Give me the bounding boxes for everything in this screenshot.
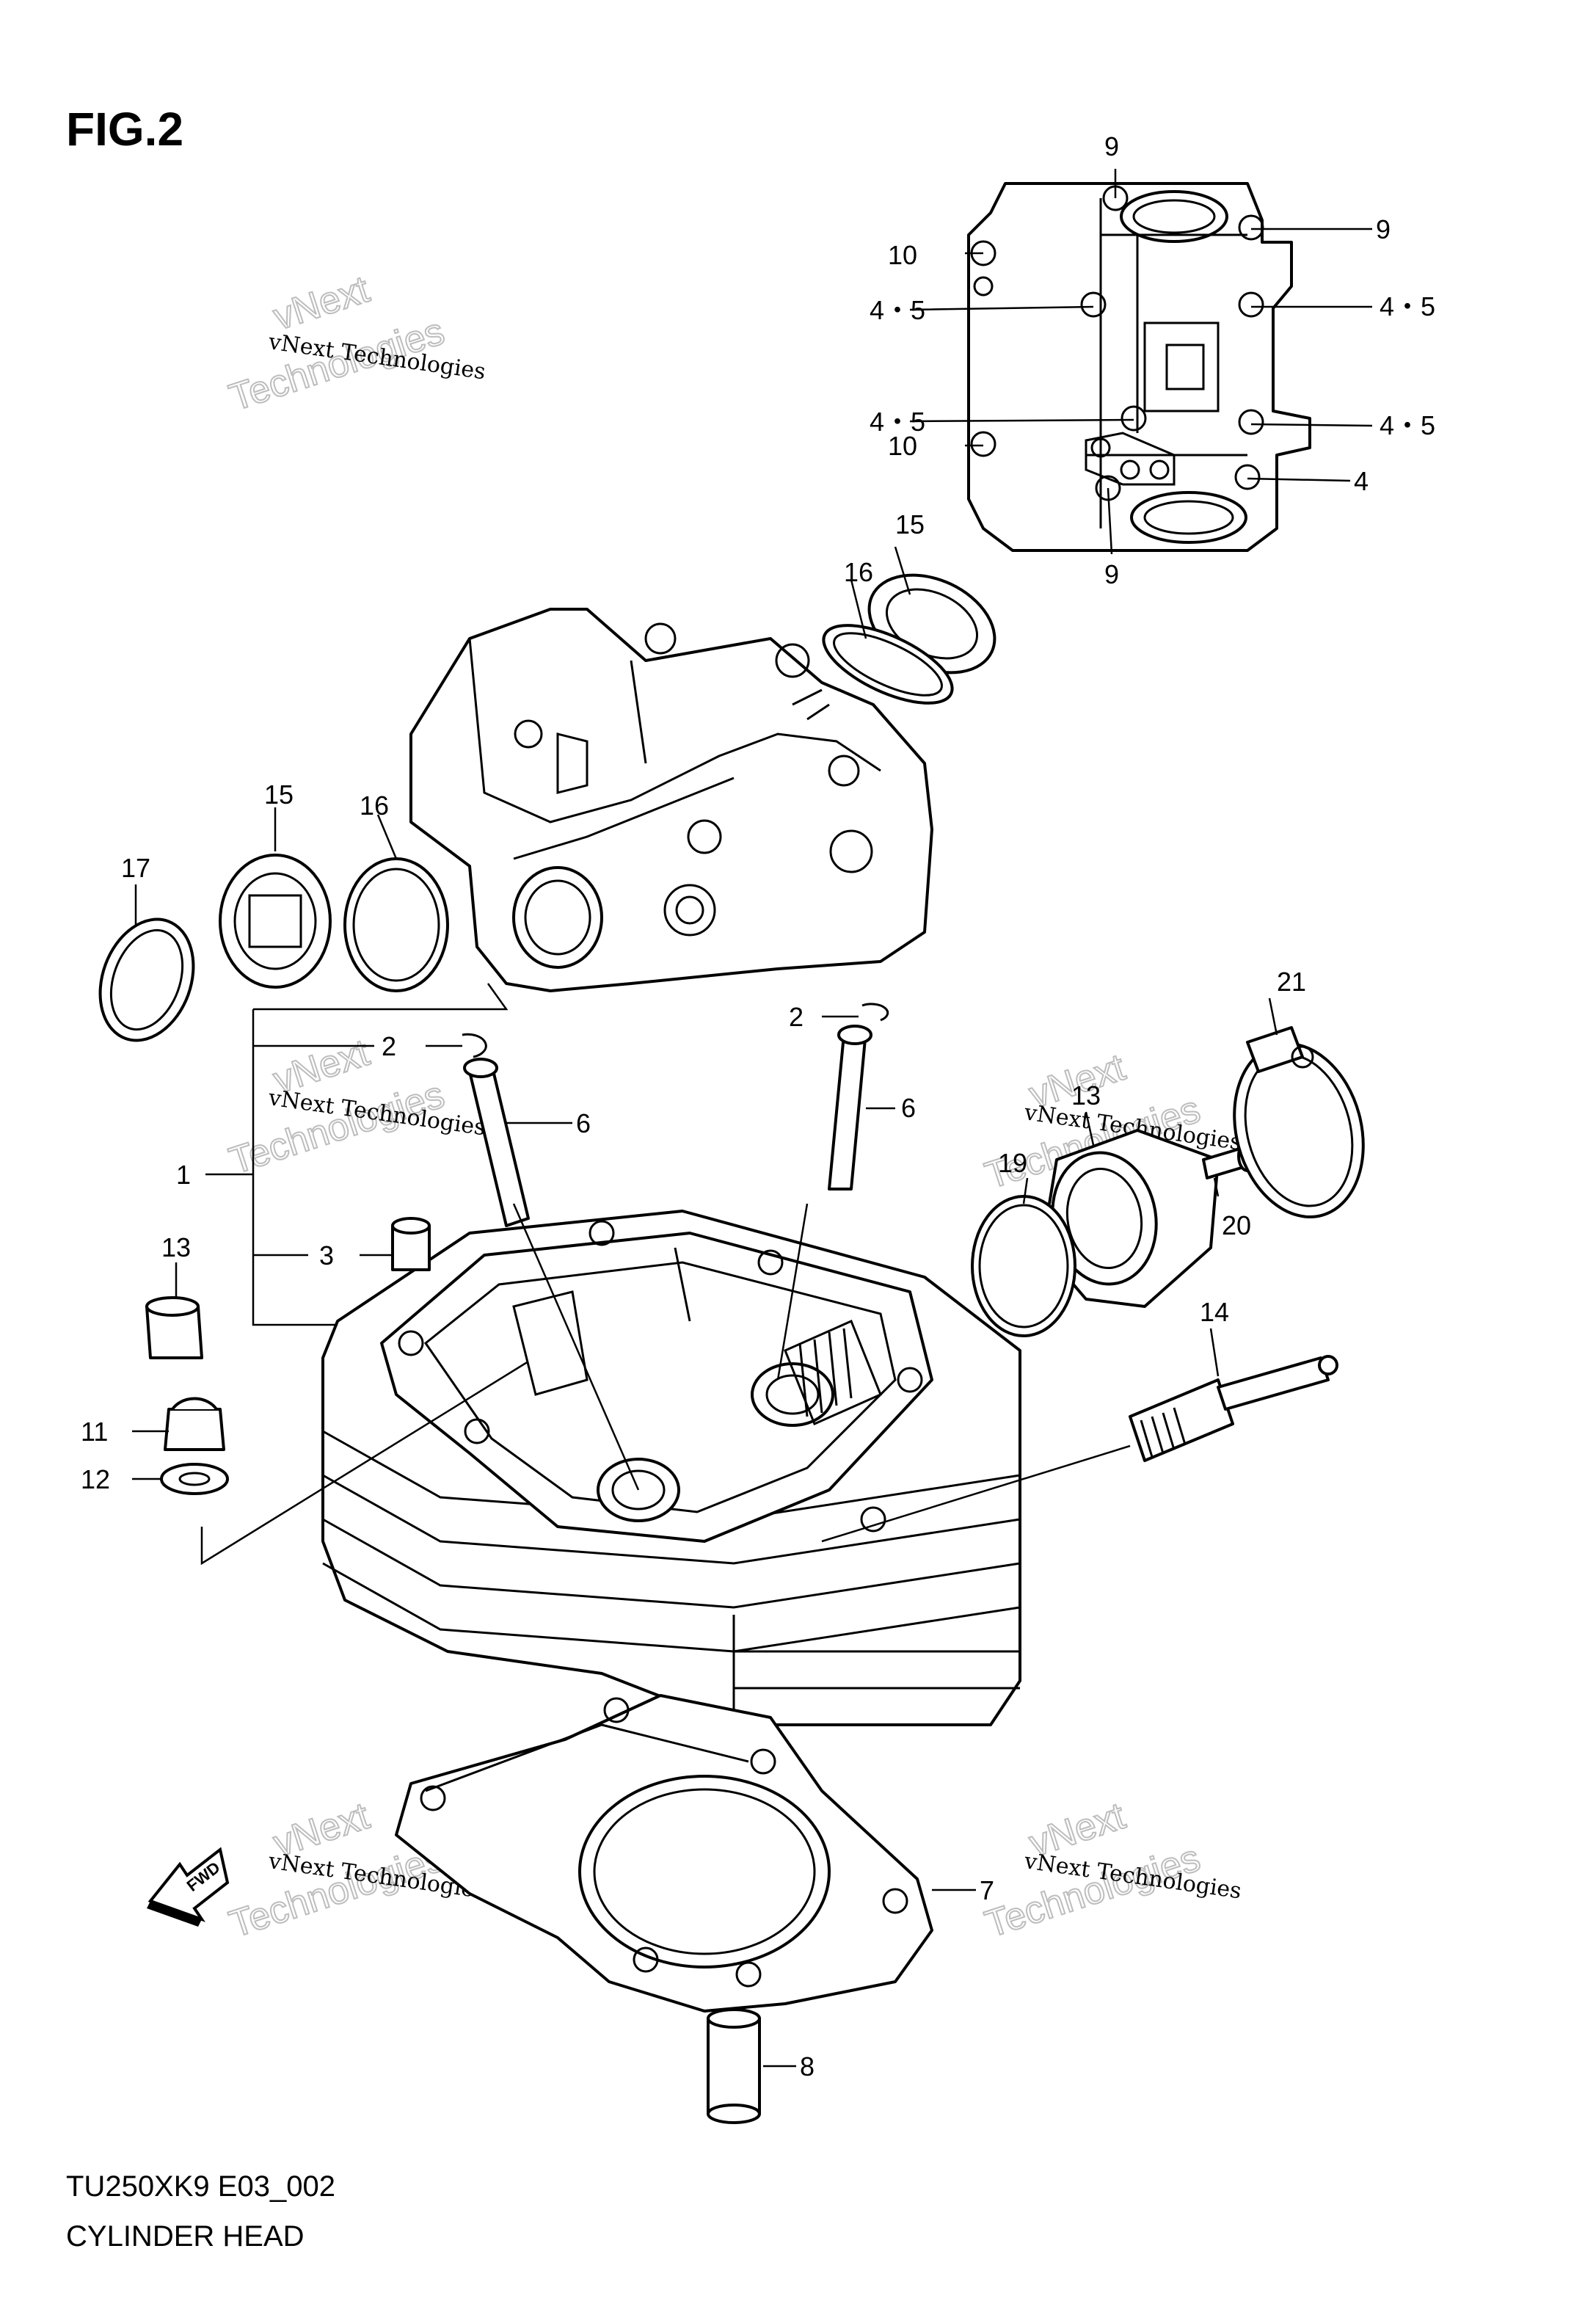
callout-15: 15 [895, 509, 925, 539]
plug-part-17 [98, 917, 195, 1042]
callout-10: 10 [888, 240, 917, 270]
callout-4-5: 4・5 [1380, 291, 1435, 321]
forward-direction-arrow: FWD [147, 1847, 230, 1927]
watermark-top-left: Technologies vNext vNext Technologies [224, 267, 487, 420]
callout-4-5: 4・5 [870, 295, 925, 325]
valve-guide-right [828, 1025, 872, 1190]
cap-part-13-left [145, 1296, 203, 1359]
callout-4-5: 4・5 [1380, 410, 1435, 440]
callout-8: 8 [800, 2051, 815, 2082]
valve-guide-left [463, 1058, 530, 1227]
circlip-right [861, 1003, 889, 1022]
cap-nut-11 [164, 1397, 225, 1451]
callout-4: 4 [1354, 466, 1369, 496]
watermark-mid-left: Technologies vNext vNext Technologies [224, 1030, 487, 1183]
o-ring-part-16-top [822, 624, 954, 705]
callout-3: 3 [319, 1240, 334, 1270]
callout-2: 2 [789, 1002, 804, 1032]
callout-21: 21 [1277, 967, 1306, 997]
callout-16: 16 [360, 790, 389, 821]
circlip-left [462, 1033, 487, 1058]
callout-7: 7 [980, 1875, 994, 1905]
leader-lines [132, 546, 1278, 2068]
callout-2: 2 [382, 1031, 396, 1061]
callout-11: 11 [81, 1417, 108, 1447]
callout-4-5: 4・5 [870, 407, 925, 437]
spark-plug-14 [1129, 1355, 1338, 1462]
callout-labels: 9 9 10 4・5 4・5 4・5 4・5 10 4 9 15 16 15 1… [81, 131, 1435, 2082]
callout-14: 14 [1200, 1297, 1229, 1327]
callout-9: 9 [1376, 214, 1391, 244]
callout-10: 10 [888, 431, 917, 461]
figure-caption: CYLINDER HEAD [66, 2220, 305, 2253]
callout-12: 12 [81, 1464, 110, 1494]
dowel-pin-3 [391, 1217, 431, 1271]
cylinder-head-body [321, 1210, 1021, 1726]
dowel-pin-8 [707, 2008, 761, 2124]
watermark-bottom-right: Technologies vNext vNext Technologies [980, 1794, 1243, 1946]
callout-6: 6 [901, 1093, 916, 1123]
callout-15: 15 [264, 779, 294, 810]
model-code: TU250XK9 E03_002 [66, 2170, 335, 2203]
cylinder-head-gasket-7 [395, 1694, 933, 2013]
callout-1: 1 [176, 1160, 191, 1190]
callout-13: 13 [161, 1232, 191, 1262]
cap-part-15-left [219, 854, 332, 989]
callout-9: 9 [1104, 131, 1119, 161]
o-ring-19 [971, 1195, 1076, 1337]
watermark-small-text: vNext [269, 268, 375, 338]
head-cover-bolt-diagram [909, 169, 1373, 555]
callout-13: 13 [1071, 1080, 1101, 1110]
callout-20: 20 [1222, 1210, 1251, 1240]
callout-19: 19 [998, 1148, 1027, 1178]
camshaft-housing [409, 608, 933, 992]
callout-17: 17 [121, 853, 150, 883]
hose-clamp-21 [1233, 1026, 1365, 1218]
callout-9: 9 [1104, 559, 1119, 589]
o-ring-part-16-left [343, 857, 449, 992]
washer-12 [160, 1463, 229, 1495]
callout-6: 6 [576, 1108, 591, 1138]
callout-16: 16 [844, 557, 873, 587]
figure-title: FIG.2 [66, 103, 183, 156]
